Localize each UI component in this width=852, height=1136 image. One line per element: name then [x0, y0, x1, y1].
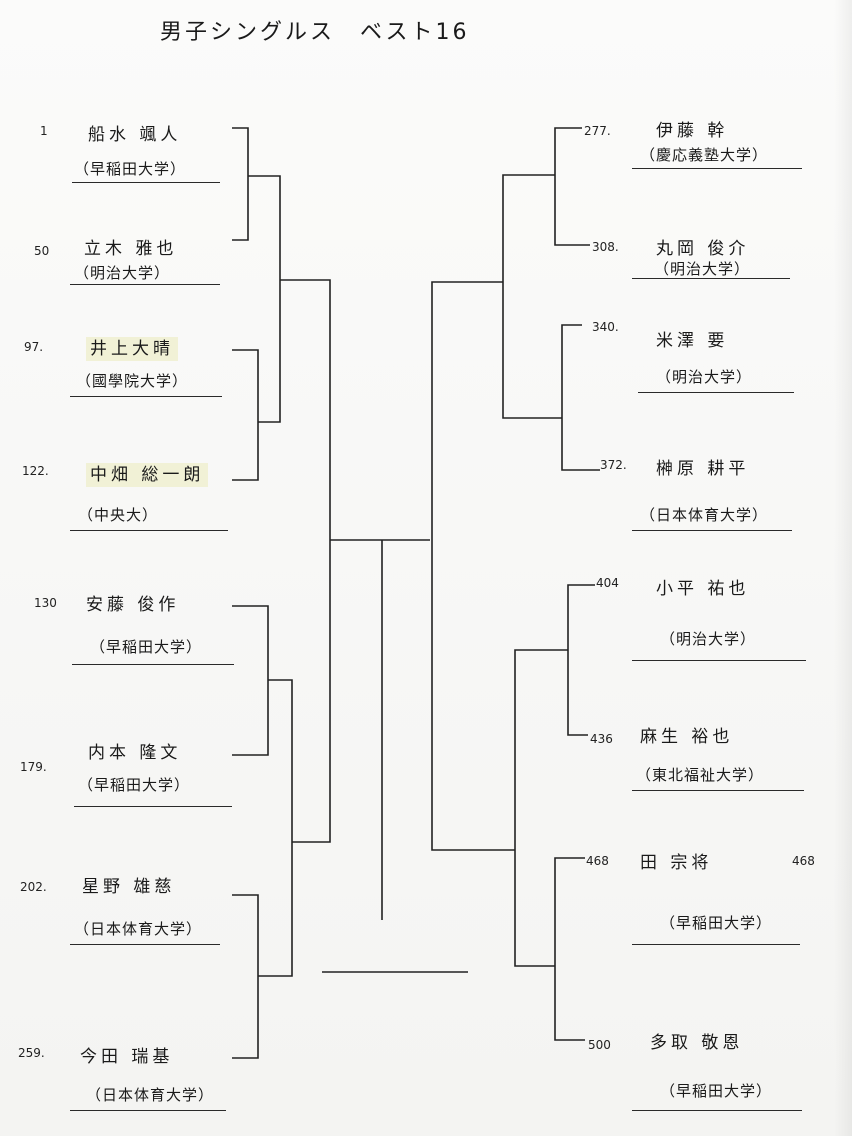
underline: [70, 396, 222, 397]
underline: [74, 806, 232, 807]
player-school: （國學院大学）: [76, 372, 189, 390]
seed-number: 500: [588, 1038, 611, 1052]
seed-number: 372.: [600, 458, 627, 472]
bracket-left-r2-a: [248, 175, 281, 423]
player-school: （中央大）: [78, 506, 159, 524]
seed-number: 468: [586, 854, 609, 868]
player-school: （慶応義塾大学）: [640, 146, 769, 164]
player-school: （日本体育大学）: [74, 920, 203, 938]
underline: [70, 944, 220, 945]
player-name: 伊藤 幹: [656, 121, 729, 141]
player-school: （早稲田大学）: [90, 638, 203, 656]
underline: [70, 284, 220, 285]
player-school: （早稲田大学）: [78, 776, 191, 794]
seed-number: 436: [590, 732, 613, 746]
underline: [72, 664, 234, 665]
underline: [70, 530, 228, 531]
underline: [632, 530, 792, 531]
bracket-left-r1-a: [232, 127, 249, 241]
player-school: （早稲田大学）: [660, 914, 773, 932]
bracket-left-r1-d: [232, 894, 259, 1059]
seed-number: 308.: [592, 240, 619, 254]
underline: [632, 1110, 802, 1111]
underline: [632, 660, 806, 661]
seed-number: 1: [40, 124, 48, 138]
underline: [632, 278, 790, 279]
player-name: 米澤 要: [656, 331, 729, 351]
player-school: （早稲田大学）: [660, 1082, 773, 1100]
player-school: （東北福祉大学）: [636, 766, 765, 784]
underline: [632, 944, 800, 945]
player-name: 星野 雄慈: [82, 877, 176, 897]
underline: [632, 168, 802, 169]
player-name-wrap: 井上大晴: [86, 334, 178, 361]
underline: [72, 182, 220, 183]
seed-number: 122.: [22, 464, 49, 478]
player-name: 中畑 総一朗: [86, 463, 209, 487]
seed-number: 130: [34, 596, 57, 610]
bracket-right-r1-c: [567, 584, 595, 736]
player-name: 内本 隆文: [88, 743, 182, 763]
seed-number: 202.: [20, 880, 47, 894]
extra-number: 468: [792, 854, 815, 868]
player-school: （明治大学）: [660, 630, 757, 648]
underline: [638, 392, 794, 393]
underline: [632, 790, 804, 791]
underline: [70, 1110, 226, 1111]
player-name: 井上大晴: [86, 337, 178, 361]
player-name: 安藤 俊作: [86, 595, 180, 615]
player-school: （明治大学）: [656, 368, 753, 386]
bracket-left-r1-c: [232, 605, 269, 756]
player-name-wrap: 中畑 総一朗: [86, 460, 209, 487]
seed-number: 179.: [20, 760, 47, 774]
bracket-right-r2-b: [514, 649, 568, 967]
seed-number: 340.: [592, 320, 619, 334]
player-school: （早稲田大学）: [74, 160, 187, 178]
bracket-left-r3: [280, 279, 331, 843]
player-school: （明治大学）: [654, 260, 751, 278]
paper-edge-shadow: [834, 0, 852, 1136]
bracket-right-r2-a: [502, 174, 562, 419]
bracket-right-r3: [431, 281, 515, 851]
seed-number: 259.: [18, 1046, 45, 1060]
page-title: 男子シングルス ベスト16: [160, 20, 470, 45]
player-name: 立木 雅也: [84, 239, 178, 259]
bracket-final: [330, 539, 430, 920]
bracket-left-r1-b: [232, 349, 259, 481]
player-name: 小平 祐也: [656, 579, 750, 599]
player-name: 田 宗将: [640, 853, 713, 873]
player-name: 麻生 裕也: [640, 727, 734, 747]
seed-number: 277.: [584, 124, 611, 138]
player-school: （日本体育大学）: [86, 1086, 215, 1104]
player-name: 榊原 耕平: [656, 459, 750, 479]
seed-number: 50: [34, 244, 50, 258]
bracket-right-r1-d: [554, 857, 585, 1041]
player-school: （明治大学）: [74, 264, 171, 282]
bracket-left-r2-b: [258, 679, 293, 977]
player-name: 今田 瑞基: [80, 1047, 174, 1067]
bracket-right-r1-a: [554, 127, 590, 246]
seed-number: 97.: [24, 340, 44, 354]
bracket-right-r1-b: [561, 324, 600, 471]
player-name: 船水 颯人: [88, 125, 182, 145]
player-name: 多取 敬恩: [650, 1033, 744, 1053]
player-name: 丸岡 俊介: [656, 239, 750, 259]
seed-number: 404: [596, 576, 619, 590]
player-school: （日本体育大学）: [640, 506, 769, 524]
